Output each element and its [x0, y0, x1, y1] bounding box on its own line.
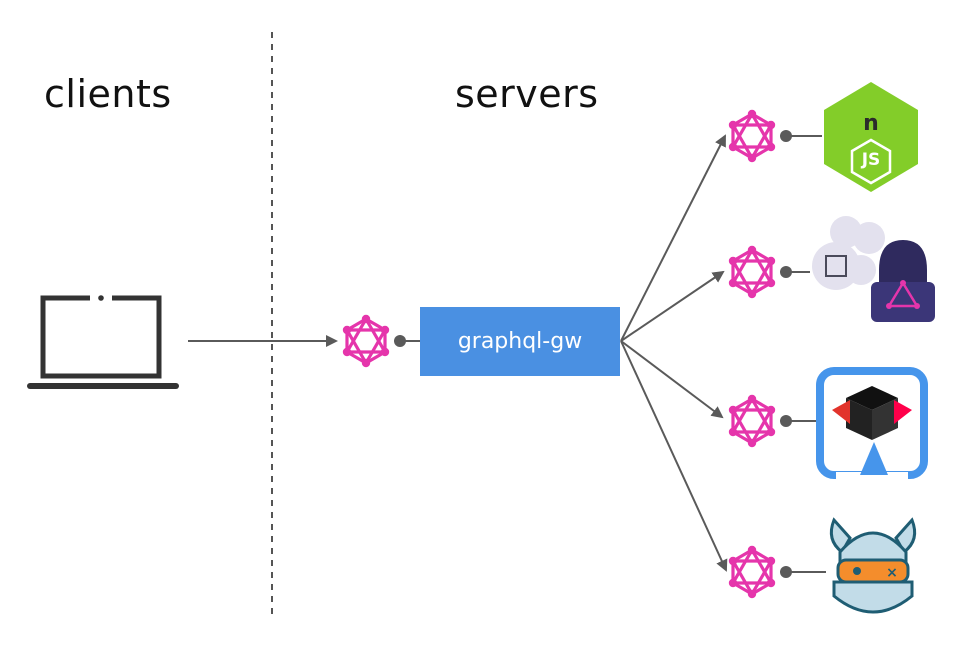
gateway-graphql-icon [341, 313, 391, 369]
arrow-to-quarkus [620, 340, 724, 419]
arrow-to-node [620, 134, 726, 342]
graphql-icon [727, 544, 777, 600]
svg-text:JS: JS [861, 150, 881, 170]
apollo-backpack-icon [812, 216, 935, 322]
nodejs-icon: n JS [824, 82, 918, 192]
gateway-connector-dot [394, 335, 406, 347]
graphql-icon [727, 244, 777, 300]
svg-text:n: n [863, 111, 879, 136]
arrow-to-apollo [620, 270, 725, 342]
servers-label: servers [455, 72, 599, 116]
graphql-icon [727, 108, 777, 164]
laptop-icon [27, 294, 179, 389]
graphql-gateway-box: graphql-gw [420, 307, 620, 376]
arrow-to-hasura [620, 340, 728, 572]
graphql-icon [727, 393, 777, 449]
svg-text:×: × [886, 565, 898, 581]
quarkus-icon [816, 367, 928, 482]
clients-label: clients [44, 72, 172, 116]
hasura-viking-icon: × [829, 517, 917, 614]
